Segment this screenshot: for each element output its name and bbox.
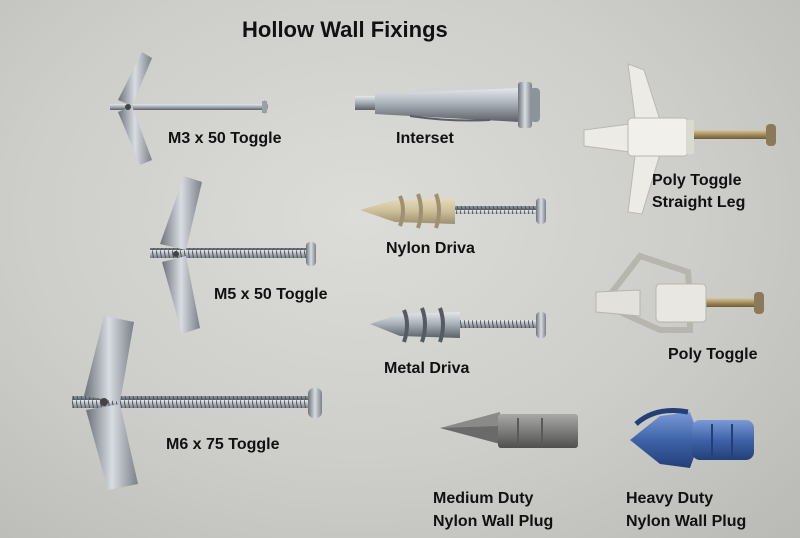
label-poly-toggle: Poly Toggle <box>668 346 758 363</box>
label-poly-toggle-straight-line1: Poly Toggle <box>652 172 742 189</box>
metal-driva-image <box>370 307 546 343</box>
medium-plug-image <box>440 412 578 448</box>
interset-image <box>355 82 540 128</box>
label-poly-toggle-straight-line2: Straight Leg <box>652 194 746 211</box>
label-m3-toggle: M3 x 50 Toggle <box>168 130 282 147</box>
poly-toggle-straight-image <box>583 63 776 215</box>
heavy-plug-image <box>630 408 754 468</box>
label-medium-plug-line1: Medium Duty <box>433 490 534 507</box>
label-heavy-plug-line1: Heavy Duty <box>626 490 714 507</box>
label-heavy-plug-line2: Nylon Wall Plug <box>626 513 747 530</box>
label-medium-plug-line2: Nylon Wall Plug <box>433 513 554 530</box>
nylon-driva-image <box>360 193 546 229</box>
m5-toggle-image <box>150 176 316 334</box>
label-interset: Interset <box>396 130 454 147</box>
label-nylon-driva: Nylon Driva <box>386 240 475 257</box>
page-title: Hollow Wall Fixings <box>242 17 448 42</box>
m6-toggle-image <box>72 316 322 490</box>
label-m5-toggle: M5 x 50 Toggle <box>214 286 328 303</box>
m3-toggle-image <box>110 52 268 165</box>
label-metal-driva: Metal Driva <box>384 360 470 377</box>
label-m6-toggle: M6 x 75 Toggle <box>166 436 280 453</box>
poly-toggle-image <box>595 252 764 333</box>
